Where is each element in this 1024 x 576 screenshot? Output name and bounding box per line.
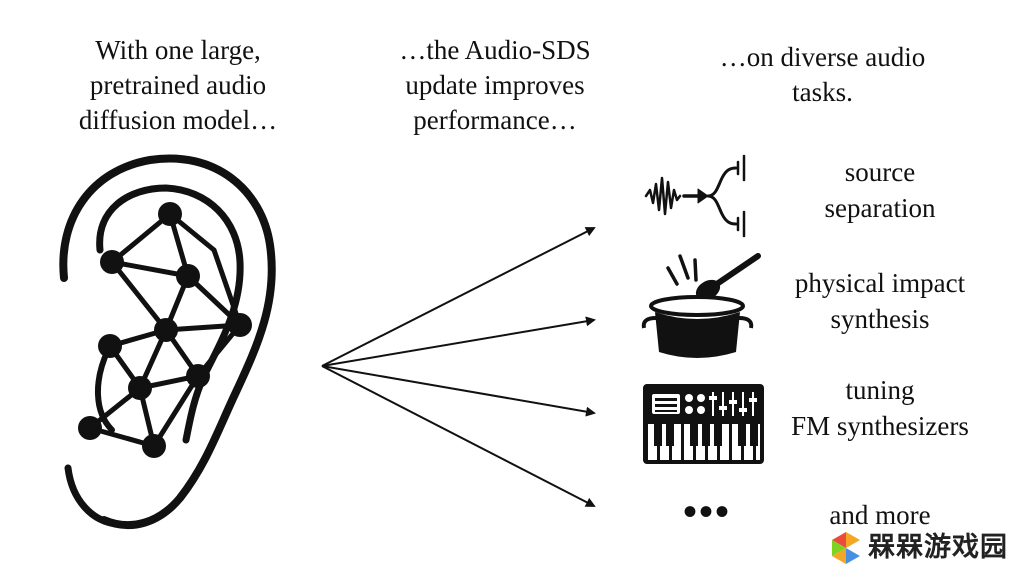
watermark-text: 槑槑游戏园 — [868, 532, 1008, 563]
caption-pretrained-model: With one large, pretrained audio diffusi… — [58, 33, 298, 138]
network-node — [186, 364, 210, 388]
ellipsis-icon: ••• — [683, 489, 732, 534]
caption-line: …the Audio-SDS — [399, 35, 591, 65]
arrow-to-fm-synth — [321, 365, 596, 417]
pot-body — [655, 312, 740, 358]
waveform-split-icon — [644, 154, 746, 238]
synth-black-keys — [654, 424, 758, 446]
ear-outer-rim — [59, 154, 276, 530]
impact-line — [666, 266, 679, 286]
synth-knob — [685, 406, 693, 414]
caption-line: With one large, — [95, 35, 261, 65]
fan-out-arrows — [321, 227, 596, 507]
task-tuning-fm-synthesizers: tuning FM synthesizers — [770, 372, 990, 444]
task-source-separation: source separation — [780, 154, 980, 226]
pot-handle-right — [738, 316, 754, 329]
split-arrow-head — [697, 188, 709, 204]
ear-lobe-curl — [64, 464, 122, 528]
task-label-line: FM synthesizers — [791, 411, 969, 441]
pot-handle-left — [641, 316, 657, 329]
task-label-line: physical impact — [794, 268, 966, 298]
synth-knob — [685, 394, 693, 402]
split-fork — [706, 166, 738, 226]
network-node — [100, 250, 124, 274]
network-node — [98, 334, 122, 358]
network-node — [158, 202, 182, 226]
network-node — [128, 376, 152, 400]
task-label-line: and more — [829, 500, 931, 530]
caption-diverse-tasks: …on diverse audio tasks. — [700, 40, 945, 110]
caption-audio-sds-update: …the Audio-SDS update improves performan… — [370, 33, 620, 138]
arrow-to-more — [321, 365, 596, 507]
caption-line: diffusion model… — [78, 105, 278, 135]
pot-rim — [649, 295, 745, 317]
watermark: 槑槑游戏园 — [828, 528, 1018, 570]
watermark-logo-icon — [832, 532, 860, 564]
synth-slider — [712, 392, 714, 416]
synth-slider — [752, 392, 754, 416]
ear-concha — [95, 347, 115, 433]
caption-line: pretrained audio — [89, 70, 267, 100]
arrow-to-source-separation — [321, 227, 596, 367]
network-node — [154, 318, 178, 342]
task-label-line: separation — [824, 193, 936, 223]
task-and-more: and more — [780, 497, 980, 533]
arrow-to-impact-synthesis — [321, 316, 596, 367]
caption-line: update improves — [405, 70, 585, 100]
impact-line — [678, 254, 690, 280]
impact-line — [693, 258, 698, 282]
network-node — [142, 434, 166, 458]
network-node — [176, 264, 200, 288]
network-node — [78, 416, 102, 440]
caption-line: …on diverse audio — [719, 42, 926, 72]
ear-network-nodes — [78, 202, 252, 458]
pot-spoon-icon — [641, 253, 761, 358]
synthesizer-keyboard-icon — [643, 384, 764, 464]
task-label-line: synthesis — [830, 304, 930, 334]
synth-slider — [722, 392, 724, 416]
synth-slider — [742, 392, 744, 416]
waveform — [644, 176, 682, 216]
task-physical-impact-synthesis: physical impact synthesis — [770, 265, 990, 337]
task-label-line: tuning — [845, 375, 915, 405]
caption-line: performance… — [413, 105, 577, 135]
synth-knob — [697, 394, 705, 402]
network-node — [228, 313, 252, 337]
synth-knob — [697, 406, 705, 414]
task-label-line: source — [844, 157, 916, 187]
caption-line: tasks. — [792, 77, 853, 107]
